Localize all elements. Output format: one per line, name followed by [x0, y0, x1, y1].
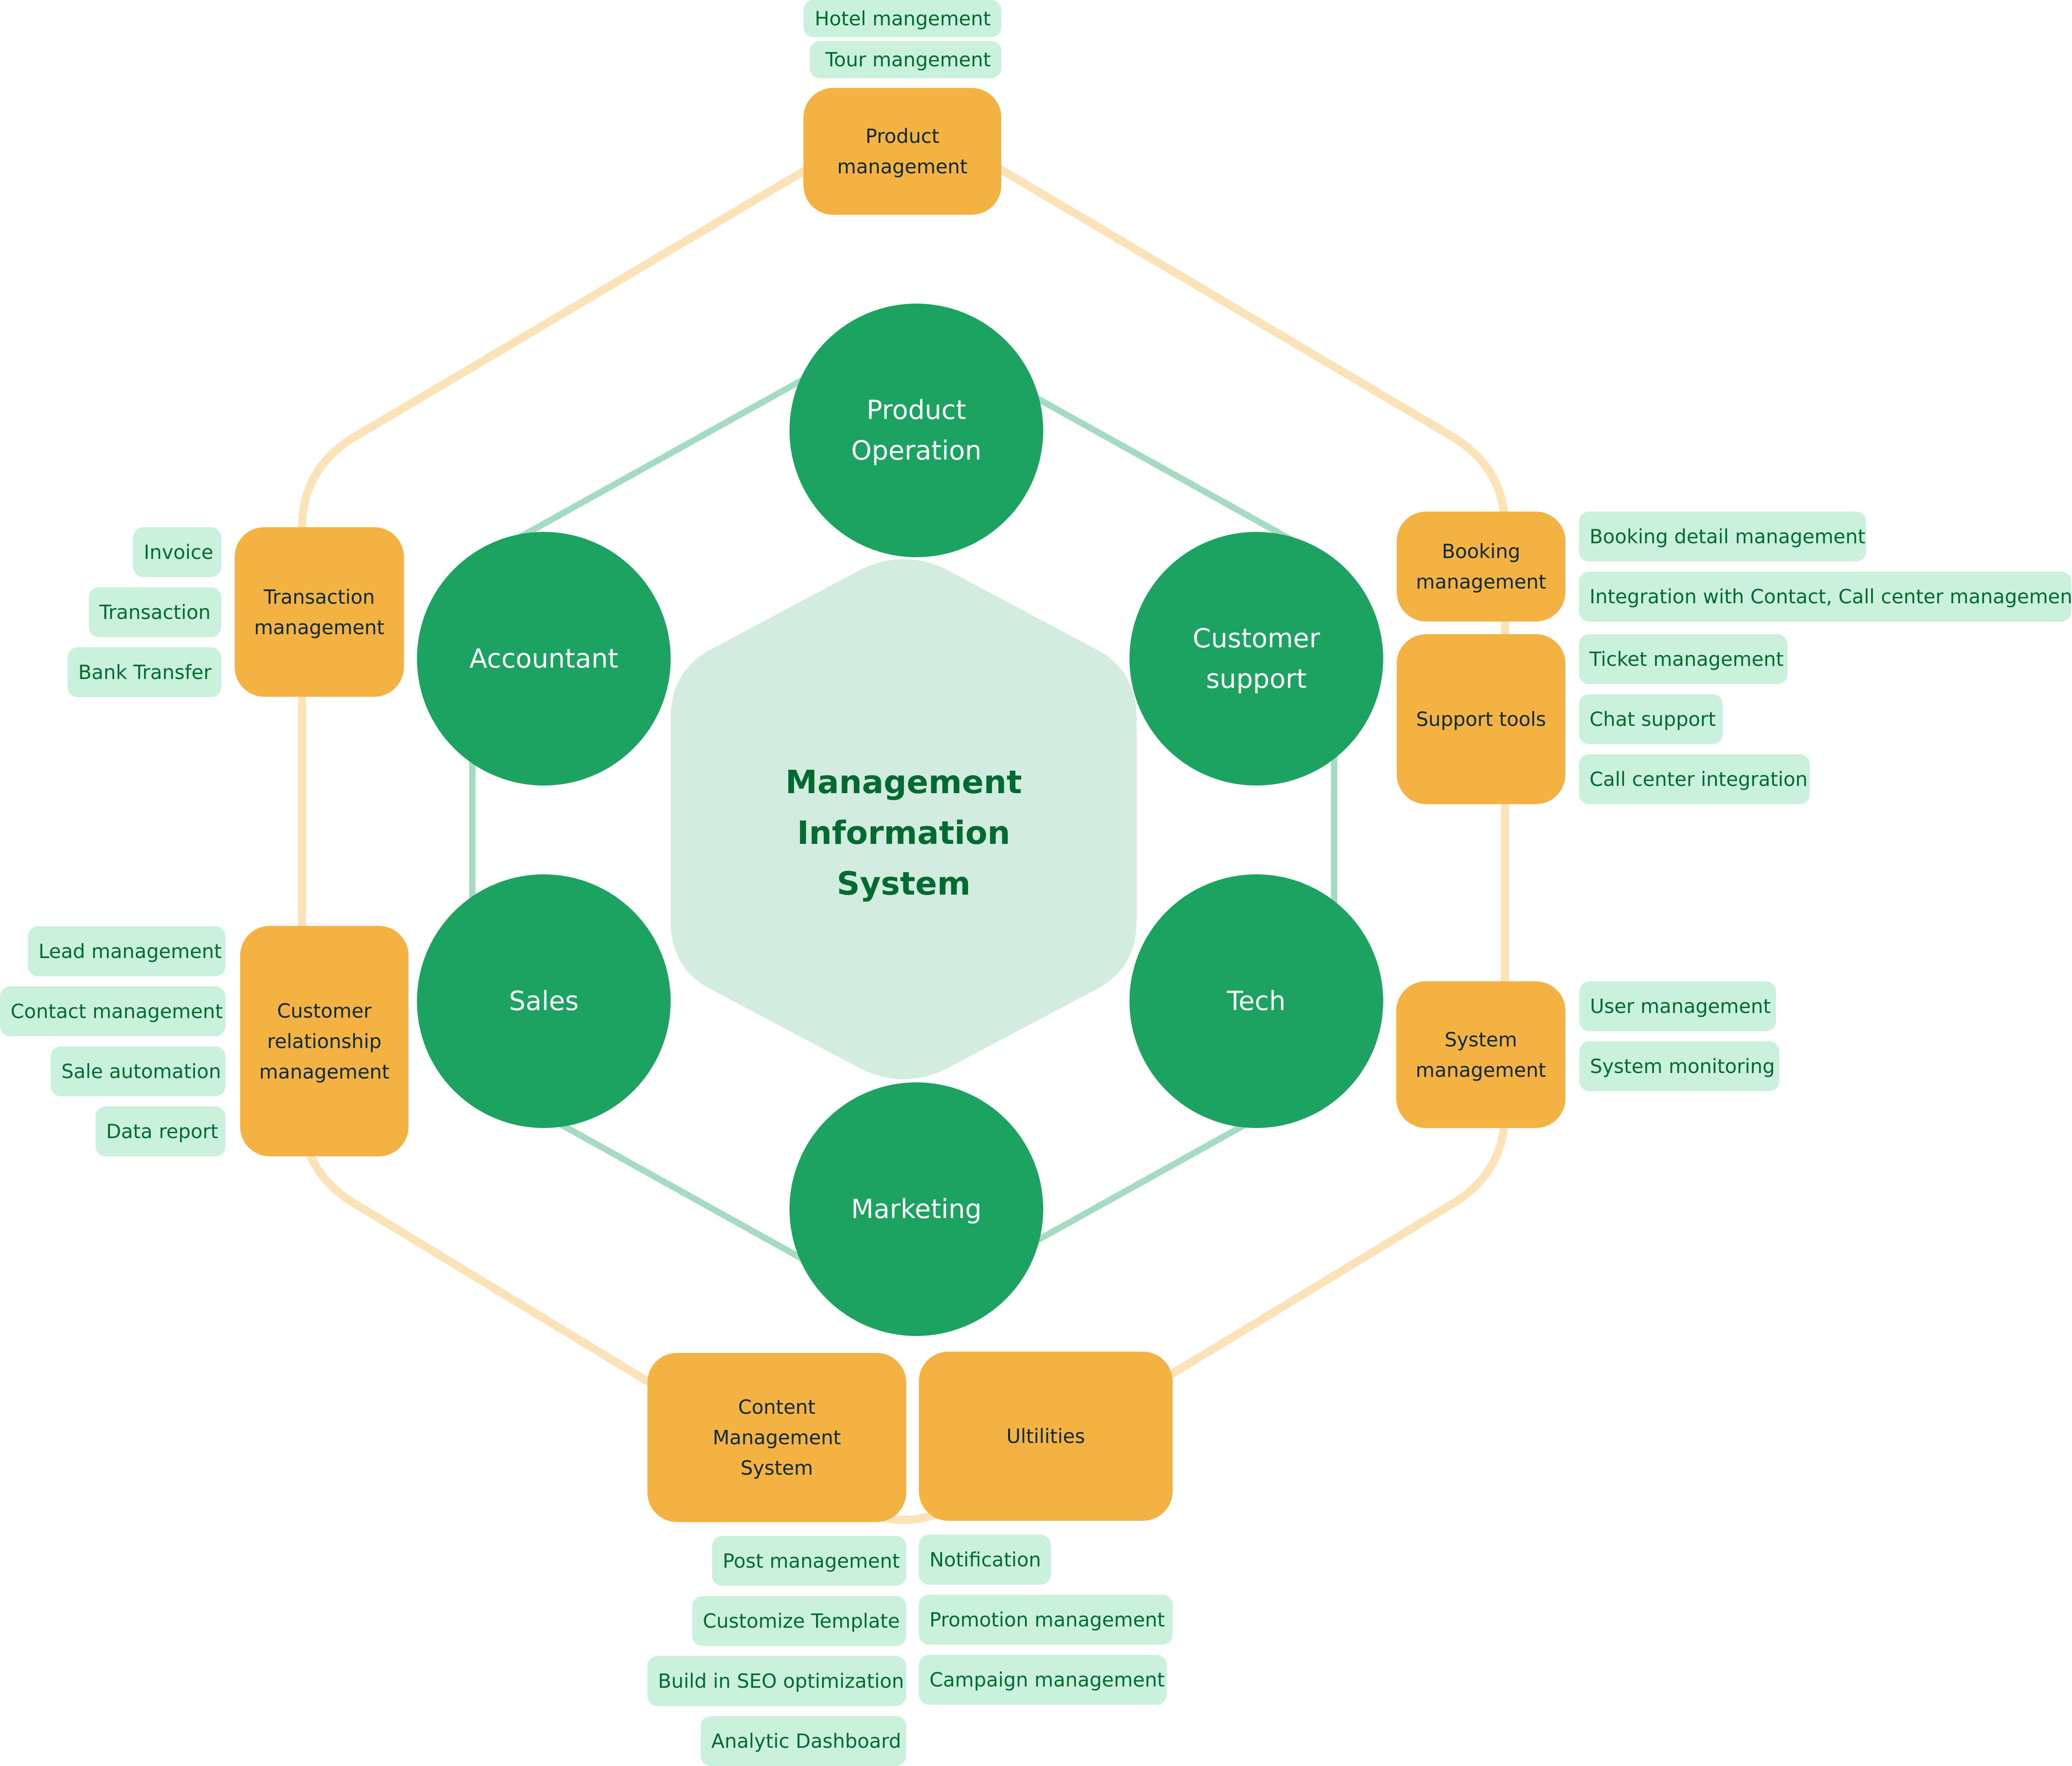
feature-bank-transfer[interactable]: Bank Transfer — [68, 647, 221, 697]
department-tech[interactable]: Tech — [1129, 874, 1383, 1128]
feature-integration-contact-call-center[interactable]: Integration with Contact, Call center ma… — [1579, 572, 2072, 622]
department-label: Product — [866, 394, 966, 425]
department-label: Accountant — [469, 643, 618, 674]
feature-user-management[interactable]: User management — [1579, 981, 1776, 1031]
feature-contact-management[interactable]: Contact management — [0, 986, 225, 1036]
module-product-management[interactable]: Product management — [803, 88, 1001, 215]
module-customer-relationship-management[interactable]: Customer relationship management — [240, 926, 408, 1156]
feature-invoice[interactable]: Invoice — [133, 527, 221, 577]
feature-campaign-management[interactable]: Campaign management — [919, 1655, 1167, 1705]
module-label: System — [1444, 1028, 1517, 1051]
feature-analytic-dashboard[interactable]: Analytic Dashboard — [701, 1716, 906, 1766]
department-label: Sales — [509, 986, 579, 1016]
module-label: management — [259, 1060, 390, 1083]
hub-title-line: Management — [785, 763, 1022, 801]
module-label: management — [254, 616, 385, 639]
feature-system-monitoring[interactable]: System monitoring — [1579, 1041, 1779, 1091]
feature-hotel-management[interactable]: Hotel mangement — [803, 0, 1001, 37]
feature-notification[interactable]: Notification — [919, 1535, 1051, 1585]
feature-call-center-integration[interactable]: Call center integration — [1579, 754, 1810, 804]
module-label: management — [1416, 570, 1546, 593]
feature-ticket-management[interactable]: Ticket management — [1579, 634, 1787, 684]
module-system-management[interactable]: System management — [1396, 981, 1565, 1128]
module-label: management — [837, 155, 968, 178]
department-label: support — [1206, 663, 1307, 694]
department-product-operation[interactable]: Product Operation — [789, 304, 1043, 557]
feature-seo-optimization[interactable]: Build in SEO optimization — [647, 1656, 906, 1706]
module-label: Customer — [277, 999, 372, 1022]
department-label: Tech — [1227, 986, 1286, 1016]
module-label: Content — [738, 1396, 816, 1418]
module-label: System — [740, 1457, 813, 1479]
hub-title: Management Information System — [671, 757, 1137, 909]
feature-customize-template[interactable]: Customize Template — [692, 1596, 906, 1646]
department-label: Marketing — [851, 1194, 982, 1224]
module-label: Ultilities — [1006, 1425, 1085, 1448]
module-support-tools[interactable]: Support tools — [1397, 634, 1565, 804]
department-sales[interactable]: Sales — [417, 874, 671, 1128]
module-label: Booking — [1442, 540, 1521, 563]
module-label: relationship — [267, 1029, 382, 1053]
module-label: management — [1415, 1058, 1546, 1082]
module-transaction-management[interactable]: Transaction management — [235, 527, 404, 697]
hub-title-line: Information — [797, 814, 1011, 852]
feature-data-report[interactable]: Data report — [96, 1106, 225, 1156]
department-marketing[interactable]: Marketing — [789, 1082, 1043, 1336]
feature-sale-automation[interactable]: Sale automation — [51, 1046, 225, 1096]
feature-booking-detail-management[interactable]: Booking detail management — [1579, 512, 1866, 561]
module-label: Management — [713, 1426, 841, 1449]
feature-tour-management[interactable]: Tour mangement — [810, 41, 1001, 78]
hub-title-line: System — [836, 865, 971, 902]
hub-hexagon — [671, 559, 1137, 1079]
module-label: Product — [865, 125, 940, 148]
department-customer-support[interactable]: Customer support — [1129, 532, 1383, 786]
feature-promotion-management[interactable]: Promotion management — [919, 1595, 1173, 1645]
feature-post-management[interactable]: Post management — [712, 1536, 906, 1586]
feature-chat-support[interactable]: Chat support — [1579, 694, 1723, 744]
department-accountant[interactable]: Accountant — [417, 532, 671, 786]
module-content-management-system[interactable]: Content Management System — [647, 1353, 906, 1522]
department-label: Operation — [851, 435, 982, 466]
module-label: Transaction — [263, 585, 375, 608]
module-booking-management[interactable]: Booking management — [1397, 512, 1565, 622]
module-label: Support tools — [1416, 708, 1546, 731]
module-utilities[interactable]: Ultilities — [919, 1352, 1173, 1521]
feature-lead-management[interactable]: Lead management — [28, 926, 225, 976]
feature-transaction[interactable]: Transaction — [89, 587, 221, 637]
department-label: Customer — [1192, 623, 1320, 654]
